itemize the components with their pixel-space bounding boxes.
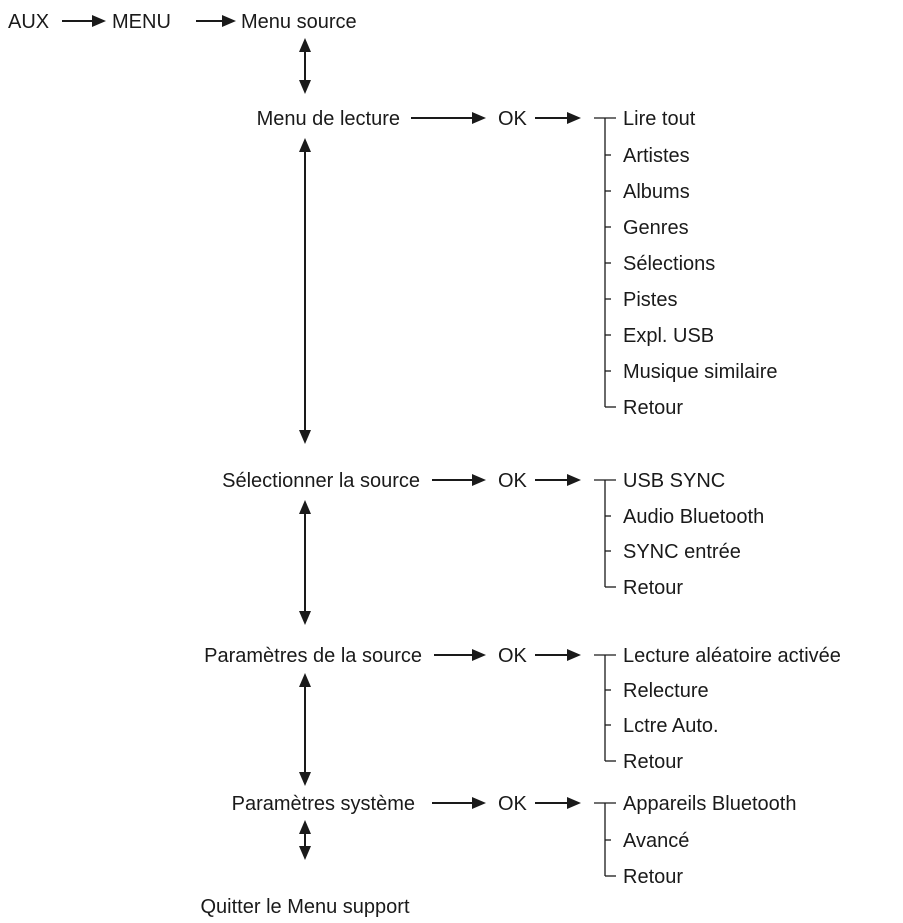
submenu-bracket xyxy=(594,479,616,588)
arrow-ok-to-list xyxy=(535,112,581,124)
submenu-item: Genres xyxy=(623,217,689,239)
submenu-item: Musique similaire xyxy=(623,361,778,383)
submenu-item: USB SYNC xyxy=(623,470,725,492)
submenu-bracket xyxy=(594,117,616,408)
node-parametres-systeme: Paramètres système OK Appareils Bluetoot… xyxy=(232,793,797,888)
node-selectionner-la-source: Sélectionner la source OK USB SYNC Audio… xyxy=(222,470,764,599)
arrow-aux-to-menu xyxy=(62,15,106,27)
submenu-item: Avancé xyxy=(623,830,689,852)
exit-label: Quitter le Menu support xyxy=(201,896,410,918)
arrow-to-ok xyxy=(432,474,486,486)
submenu-item: Relecture xyxy=(623,680,709,702)
submenu-item: Pistes xyxy=(623,289,677,311)
submenu-bracket xyxy=(594,802,616,877)
node-label: Paramètres système xyxy=(232,793,415,815)
arrow-to-ok xyxy=(432,797,486,809)
menu-label: MENU xyxy=(112,11,171,33)
node-menu-de-lecture: Menu de lecture OK Lire tout Artistes Al… xyxy=(257,108,778,419)
vertical-arrow-3 xyxy=(299,500,311,625)
submenu-item: Retour xyxy=(623,751,683,773)
arrow-to-ok xyxy=(411,112,486,124)
submenu-item: Audio Bluetooth xyxy=(623,506,764,528)
arrow-menu-to-menu-source xyxy=(196,15,236,27)
submenu-item: Lecture aléatoire activée xyxy=(623,645,841,667)
ok-label: OK xyxy=(498,645,528,667)
submenu-item: Appareils Bluetooth xyxy=(623,793,796,815)
vertical-arrow-1 xyxy=(299,38,311,94)
node-label: Menu de lecture xyxy=(257,108,400,130)
ok-label: OK xyxy=(498,793,528,815)
aux-label: AUX xyxy=(8,11,49,33)
submenu-item: Lctre Auto. xyxy=(623,715,719,737)
node-label: Paramètres de la source xyxy=(204,645,422,667)
submenu-item: Albums xyxy=(623,181,690,203)
submenu-item: Retour xyxy=(623,577,683,599)
menu-source-label: Menu source xyxy=(241,11,357,33)
arrow-ok-to-list xyxy=(535,649,581,661)
node-parametres-de-la-source: Paramètres de la source OK Lecture aléat… xyxy=(204,645,841,773)
submenu-item: SYNC entrée xyxy=(623,541,741,563)
submenu-item: Expl. USB xyxy=(623,325,714,347)
ok-label: OK xyxy=(498,108,528,130)
arrow-to-ok xyxy=(434,649,486,661)
submenu-item: Retour xyxy=(623,397,683,419)
vertical-arrow-2 xyxy=(299,138,311,444)
submenu-item: Sélections xyxy=(623,253,715,275)
submenu-item: Retour xyxy=(623,866,683,888)
arrow-ok-to-list xyxy=(535,797,581,809)
submenu-item: Lire tout xyxy=(623,108,696,130)
arrow-ok-to-list xyxy=(535,474,581,486)
node-label: Sélectionner la source xyxy=(222,470,420,492)
submenu-item: Artistes xyxy=(623,145,690,167)
vertical-arrow-4 xyxy=(299,673,311,786)
ok-label: OK xyxy=(498,470,528,492)
submenu-bracket xyxy=(594,654,616,762)
vertical-arrow-5 xyxy=(299,820,311,860)
